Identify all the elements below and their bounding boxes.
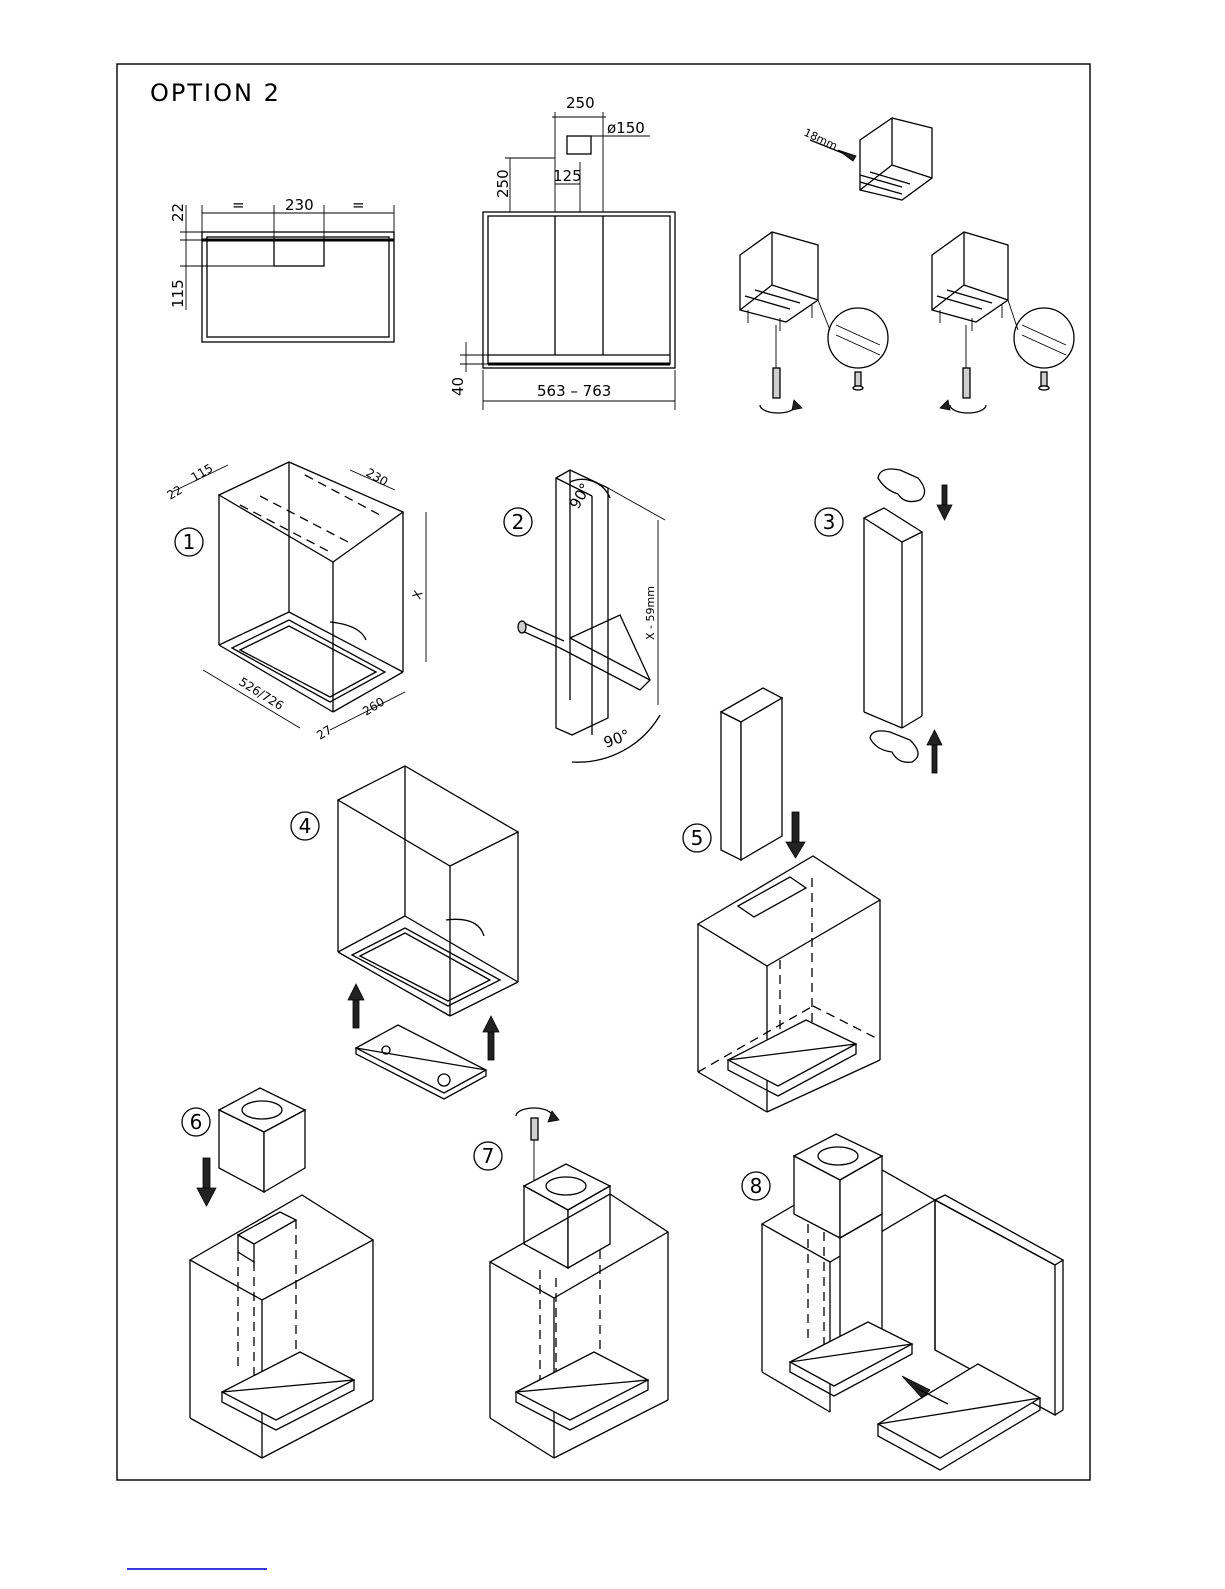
- step2-dim-x-59mm: X - 59mm: [644, 586, 657, 640]
- step1-dim-115: 115: [189, 461, 216, 485]
- step-4-number: 4: [299, 814, 312, 838]
- step-3: 3: [815, 469, 952, 773]
- dim-250-width: 250: [566, 94, 595, 112]
- dim-eq-left: =: [232, 196, 245, 214]
- step1-dim-230: 230: [364, 465, 391, 489]
- dim-125: 125: [553, 167, 582, 185]
- step1-dim-x: X: [410, 589, 426, 602]
- option-title: OPTION 2: [150, 79, 281, 107]
- step-5: 5: [683, 688, 880, 1112]
- step-7: 7: [474, 1108, 668, 1458]
- step-2: 2 X - 59mm 90° 90°: [504, 470, 665, 762]
- front-view: 250 ø150 125 250 40 563 – 763: [449, 94, 675, 410]
- dim-40: 40: [449, 377, 467, 396]
- dim-diameter-150: ø150: [607, 119, 645, 137]
- step1-dim-27: 27: [314, 723, 334, 743]
- dim-250-height: 250: [494, 169, 512, 198]
- step-1: 1 22 115 230 X 526/726 260 27: [165, 461, 427, 743]
- step-2-number: 2: [512, 510, 525, 534]
- step-6-number: 6: [190, 1110, 203, 1134]
- dim-18mm: 18mm: [802, 126, 840, 153]
- footer-link-underline: [127, 1568, 267, 1570]
- dim-eq-right: =: [352, 196, 365, 214]
- bracket-screw-detail-left: [740, 232, 888, 413]
- dim-115-plan: 115: [169, 279, 187, 308]
- step-5-number: 5: [691, 826, 704, 850]
- step-7-number: 7: [482, 1144, 495, 1168]
- bracket-18mm-detail: 18mm: [802, 118, 932, 200]
- step-8-number: 8: [750, 1174, 763, 1198]
- step1-dim-260: 260: [360, 695, 387, 719]
- step-8: 8: [742, 1134, 1063, 1470]
- step-4: 4: [291, 766, 518, 1099]
- dim-563-763: 563 – 763: [537, 382, 611, 400]
- step-3-number: 3: [823, 510, 836, 534]
- plan-view: = 230 = 22 115: [169, 196, 394, 342]
- step1-dim-22: 22: [165, 483, 185, 503]
- step-1-number: 1: [183, 530, 196, 554]
- dim-230: 230: [285, 196, 314, 214]
- dim-22-plan: 22: [169, 203, 187, 222]
- bracket-screw-detail-right: [932, 232, 1074, 413]
- step-6: 6: [182, 1088, 373, 1458]
